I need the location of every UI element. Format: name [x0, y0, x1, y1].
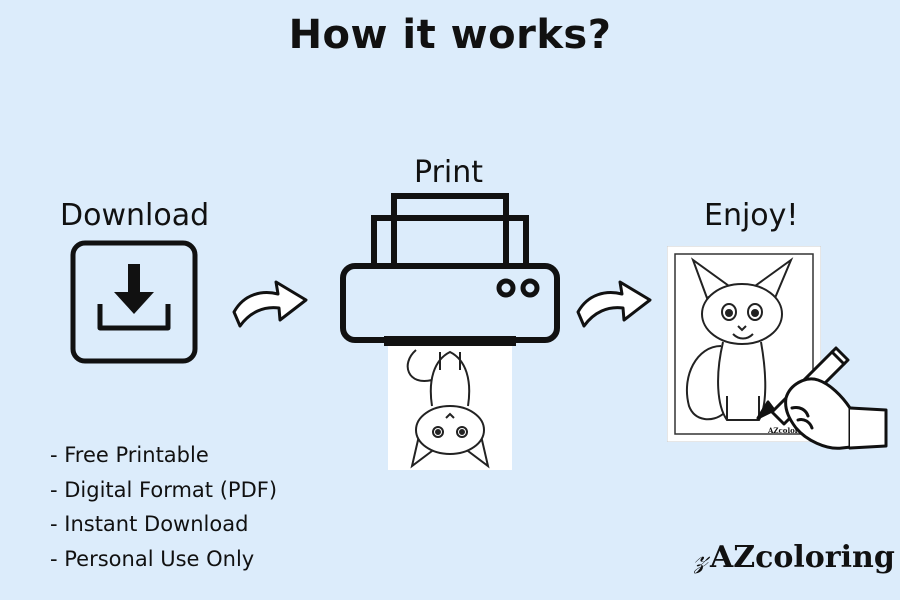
hand-pencil-icon [756, 346, 888, 450]
feature-item: - Personal Use Only [50, 546, 255, 571]
feature-item: - Free Printable [50, 443, 209, 467]
step-label-download: Download [60, 198, 210, 233]
arrow-icon [576, 280, 652, 328]
brand-mark-icon: 𝓏 [694, 540, 708, 575]
feature-item: - Digital Format (PDF) [50, 477, 278, 502]
brand-name: AZcoloring [709, 540, 895, 575]
page-title: How it works? [288, 12, 612, 58]
printer-icon [340, 193, 560, 346]
step-label-print: Print [414, 155, 484, 190]
coloring-page [667, 246, 821, 442]
feature-list: - Free Printable - Digital Format (PDF) … [50, 438, 277, 576]
feature-item: - Instant Download [50, 512, 249, 536]
arrow-icon [232, 280, 308, 328]
brand-logo: 𝓏AZcoloring [694, 540, 895, 575]
step-label-enjoy: Enjoy! [704, 198, 799, 233]
page-watermark: AZcoloring [768, 426, 812, 435]
printed-coloring-page [388, 346, 512, 470]
download-icon [70, 240, 198, 364]
